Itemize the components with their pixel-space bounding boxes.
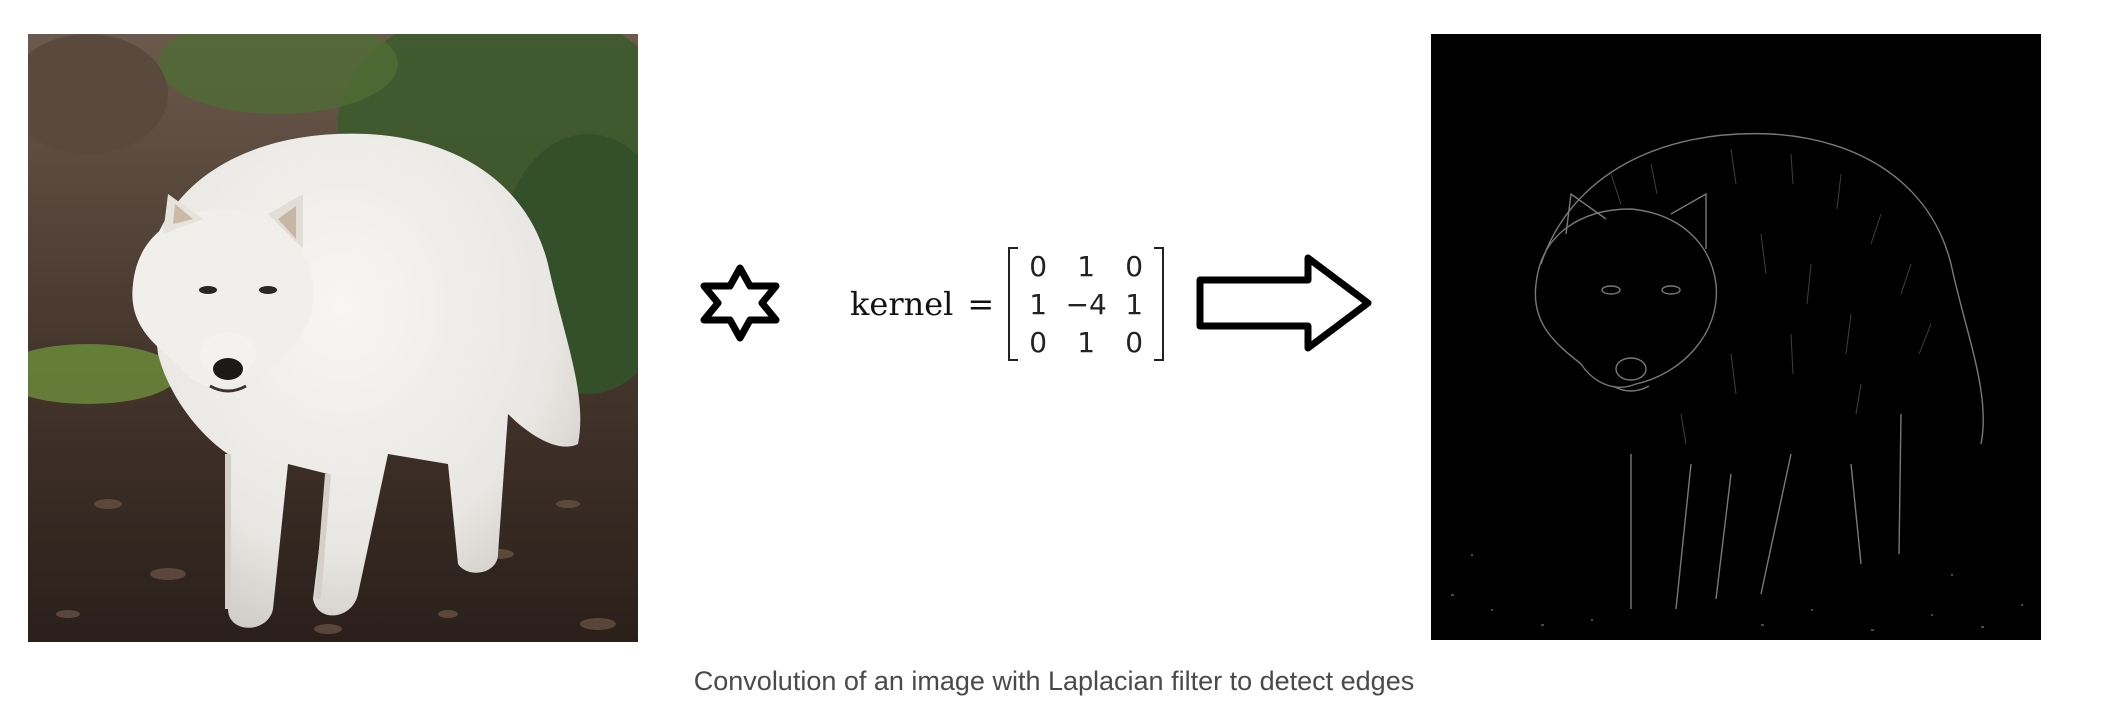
wolf-photo-illustration [28,34,638,642]
matrix-cell: 1 [1077,249,1096,283]
laplacian-kernel-matrix: 0 1 0 1 −4 1 0 1 0 [1008,247,1165,361]
right-arrow-icon [1196,254,1372,352]
edge-map-illustration [1431,34,2041,640]
input-wolf-image [28,34,638,642]
matrix-cell: 0 [1125,325,1144,359]
matrix-cell: 1 [1125,287,1144,321]
matrix-cell: 0 [1125,249,1144,283]
kernel-label: kernel [850,285,954,323]
matrix-cell: 1 [1077,325,1096,359]
laplacian-edge-output-image [1431,34,2041,640]
matrix-cell: −4 [1065,287,1107,321]
matrix-cell: 0 [1029,249,1048,283]
figure-caption: Convolution of an image with Laplacian f… [693,666,1415,696]
matrix-cell: 0 [1029,325,1048,359]
kernel-equation: kernel = 0 1 0 1 −4 1 0 1 0 [850,242,1165,366]
matrix-left-bracket [1008,247,1019,361]
equals-sign: = [967,285,995,323]
matrix-cell: 1 [1029,287,1048,321]
convolution-star-icon [700,264,780,342]
matrix-right-bracket [1154,247,1165,361]
